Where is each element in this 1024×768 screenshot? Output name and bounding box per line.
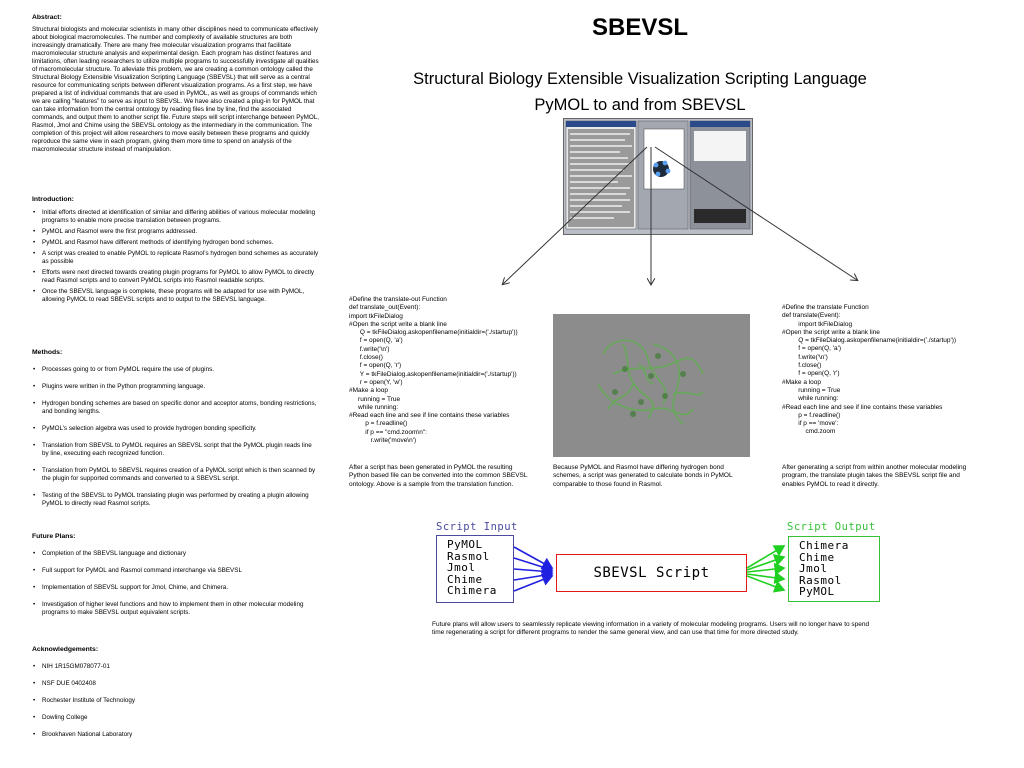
- input-item-chime: Chime: [447, 572, 483, 586]
- molecule-render-drawing: [597, 339, 704, 425]
- list-item: Dowling College: [33, 714, 320, 722]
- list-item: Hydrogen bonding schemes are based on sp…: [33, 400, 320, 416]
- acknowledgements-section: Acknowledgements: NIH 1R15GM078077-01 NS…: [32, 646, 320, 739]
- output-item-rasmol: Rasmol: [799, 573, 842, 587]
- list-item: Brookhaven National Laboratory: [33, 731, 320, 739]
- output-item-chime: Chime: [799, 550, 835, 564]
- list-item: NIH 1R15GM078077-01: [33, 663, 320, 671]
- list-item: Completion of the SBEVSL language and di…: [33, 550, 320, 558]
- subtitle-line-2: PyMOL to and from SBEVSL: [534, 96, 746, 114]
- list-item: Full support for PyMOL and Rasmol comman…: [33, 567, 320, 575]
- input-item-rasmol: Rasmol: [447, 549, 490, 563]
- pymol-screenshot-drawing: [564, 119, 752, 234]
- future-plans-section: Future Plans: Completion of the SBEVSL l…: [32, 533, 320, 617]
- code-translate-out: #Define the translate-out Function def t…: [349, 296, 518, 445]
- output-arrow: [746, 571, 786, 585]
- molecule-render: [553, 314, 750, 457]
- input-arrow: [513, 564, 554, 578]
- list-item: A script was created to enable PyMOL to …: [33, 250, 320, 266]
- methods-heading: Methods:: [32, 349, 63, 356]
- output-arrow: [746, 554, 786, 571]
- caption-right: After generating a script from within an…: [782, 464, 967, 488]
- script-input-box: PyMOL Rasmol Jmol Chime Chimera: [436, 535, 514, 603]
- sbevsl-script-box: SBEVSL Script: [556, 554, 747, 592]
- input-item-pymol: PyMOL: [447, 538, 483, 551]
- list-item: Translation from PyMOL to SBEVSL require…: [33, 467, 320, 483]
- abstract-section: Abstract: Structural biologists and mole…: [32, 14, 320, 154]
- output-arrow: [746, 545, 786, 569]
- methods-section: Methods: Processes going to or from PyMO…: [32, 349, 320, 508]
- script-input-label: Script Input: [436, 521, 518, 533]
- input-item-chimera: Chimera: [447, 584, 497, 597]
- abstract-heading: Abstract:: [32, 14, 62, 21]
- future-plans-heading: Future Plans:: [32, 533, 76, 540]
- list-item: Testing of the SBEVSL to PyMOL translati…: [33, 492, 320, 508]
- code-translate: #Define the translate Function def trans…: [782, 304, 957, 436]
- pymol-screenshot: [563, 118, 753, 235]
- script-output-label: Script Output: [787, 521, 876, 533]
- list-item: NSF DUE 0402408: [33, 680, 320, 688]
- output-arrows: [746, 545, 786, 593]
- caption-middle: Because PyMOL and Rasmol have differing …: [553, 464, 733, 488]
- list-item: Processes going to or from PyMOL require…: [33, 366, 320, 374]
- list-item: Once the SBEVSL language is complete, th…: [33, 288, 320, 304]
- subtitle-line-1: Structural Biology Extensible Visualizat…: [413, 70, 867, 88]
- input-arrow: [513, 573, 554, 592]
- list-item: Translation from SBEVSL to PyMOL require…: [33, 442, 320, 458]
- page-title: SBEVSL: [591, 14, 689, 41]
- list-item: Plugins were written in the Python progr…: [33, 383, 320, 391]
- output-item-chimera: Chimera: [799, 539, 849, 552]
- list-item: Efforts were next directed towards creat…: [33, 269, 320, 285]
- list-item: Investigation of higher level functions …: [33, 601, 320, 617]
- caption-bottom: Future plans will allow users to seamles…: [432, 621, 870, 637]
- output-arrow: [746, 562, 786, 576]
- output-arrow: [746, 575, 786, 593]
- list-item: PyMOL and Rasmol have different methods …: [33, 239, 320, 247]
- list-item: Rochester Institute of Technology: [33, 697, 320, 705]
- page-subtitle: Structural Biology Extensible Visualizat…: [360, 66, 920, 118]
- list-item: PyMOL and Rasmol were the first programs…: [33, 228, 320, 236]
- acknowledgements-heading: Acknowledgements:: [32, 646, 99, 653]
- input-item-jmol: Jmol: [447, 561, 476, 574]
- list-item: Implementation of SBEVSL support for Jmo…: [33, 584, 320, 592]
- script-output-box: Chimera Chime Jmol Rasmol PyMOL: [788, 536, 880, 602]
- caption-left: After a script has been generated in PyM…: [349, 464, 528, 488]
- introduction-section: Introduction: Initial efforts directed a…: [32, 196, 320, 304]
- arrow-to-left-code: [503, 146, 648, 284]
- arrow-to-right-code: [654, 146, 857, 280]
- output-item-pymol: PyMOL: [799, 585, 835, 598]
- list-item: PyMOL’s selection algebra was used to pr…: [33, 425, 320, 433]
- abstract-body: Structural biologists and molecular scie…: [32, 26, 319, 153]
- list-item: Initial efforts directed at identificati…: [33, 209, 320, 225]
- output-item-jmol: Jmol: [799, 562, 828, 575]
- sbevsl-script-label: SBEVSL Script: [593, 565, 710, 581]
- input-arrow: [513, 546, 554, 569]
- introduction-heading: Introduction:: [32, 196, 74, 203]
- input-arrows: [513, 546, 554, 592]
